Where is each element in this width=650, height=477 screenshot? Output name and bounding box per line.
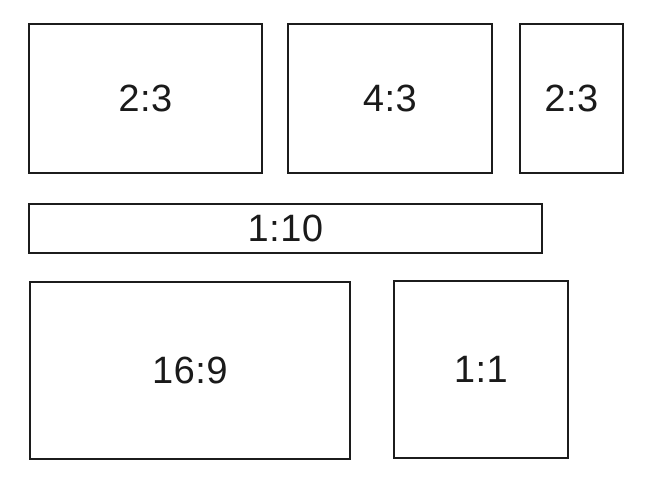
box-1-1: 1:1 <box>393 280 569 459</box>
aspect-ratio-label-2-3-landscape: 2:3 <box>118 77 173 120</box>
box-4-3: 4:3 <box>287 23 493 174</box>
box-2-3-landscape: 2:3 <box>28 23 263 174</box>
aspect-ratio-label-16-9: 16:9 <box>152 349 228 392</box>
box-16-9: 16:9 <box>29 281 351 460</box>
aspect-ratio-label-1-10: 1:10 <box>247 207 324 250</box>
aspect-ratio-label-4-3: 4:3 <box>362 77 418 120</box>
box-2-3-portrait: 2:3 <box>519 23 624 174</box>
aspect-ratio-label-2-3-portrait: 2:3 <box>544 77 599 120</box>
box-1-10: 1:10 <box>28 203 543 254</box>
aspect-ratio-label-1-1: 1:1 <box>453 348 509 391</box>
